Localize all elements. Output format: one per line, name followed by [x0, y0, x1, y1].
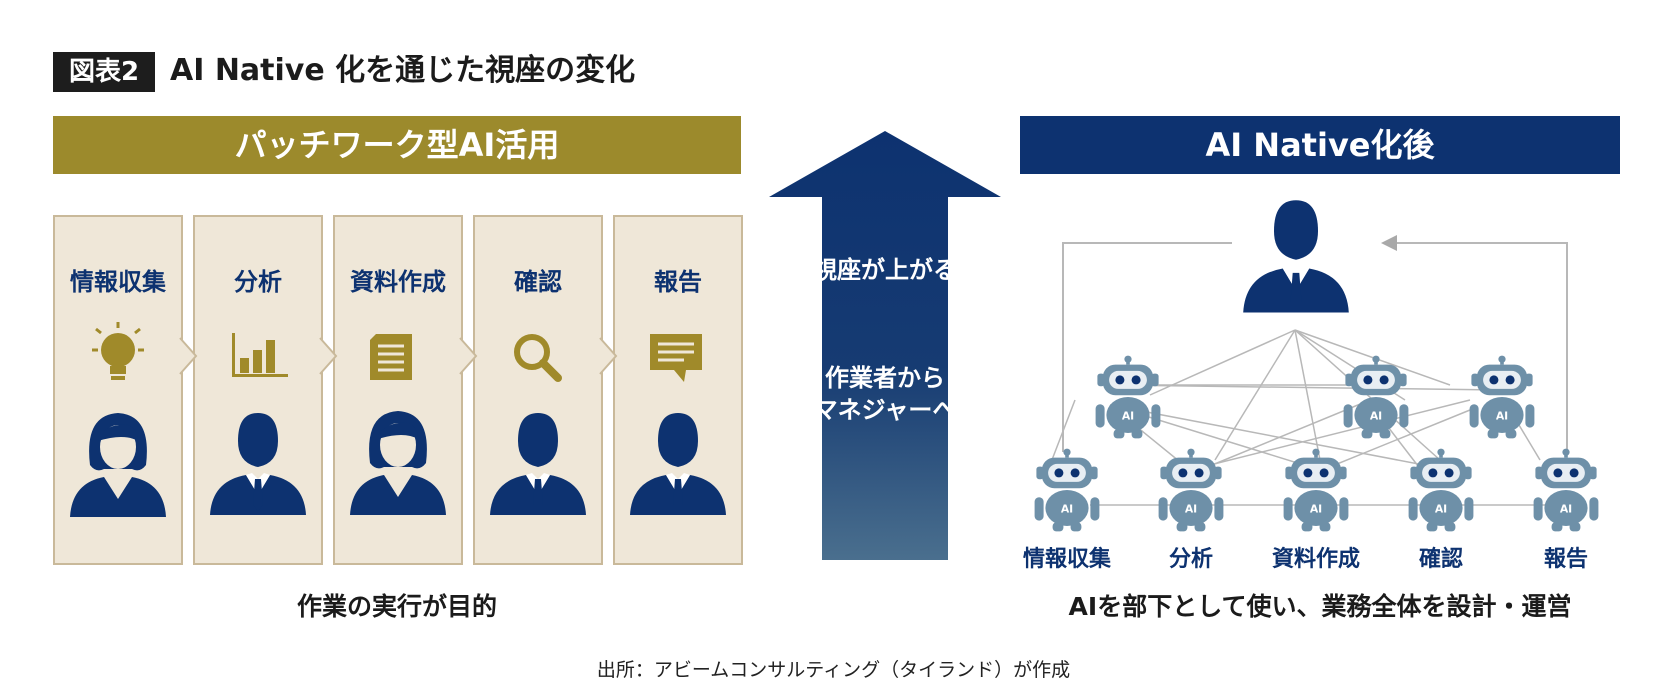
- robot-icon: [1467, 355, 1537, 439]
- robot-icon: [1406, 448, 1476, 532]
- manager-icon: [1243, 200, 1349, 313]
- step-label-3: 資料作成: [350, 268, 446, 296]
- figure-title: AI Native 化を通じた視座の変化: [170, 53, 636, 88]
- robot-icon: [1093, 355, 1163, 439]
- lightbulb-icon: [92, 322, 144, 380]
- chevron-icon: [599, 337, 618, 375]
- robot-icon: [1032, 448, 1102, 532]
- figure-number-tag: 図表2: [53, 52, 155, 92]
- step-label-2: 分析: [234, 268, 282, 296]
- robot-icon: [1156, 448, 1226, 532]
- chevron-icon: [319, 337, 338, 375]
- arrow-text-top: 視座が上がる: [813, 256, 957, 284]
- robot-label-2: 分析: [1168, 547, 1213, 572]
- bar-chart-icon: [232, 333, 288, 377]
- robot-label-3: 資料作成: [1271, 547, 1360, 572]
- magnifier-icon: [514, 334, 562, 382]
- arrow-shape: [769, 131, 1001, 560]
- feedback-arrow-icon: [1381, 235, 1397, 251]
- speech-bubble-icon: [650, 334, 702, 382]
- robot-icon: [1341, 355, 1411, 439]
- step-label-1: 情報収集: [70, 268, 166, 296]
- source-note: 出所：アビームコンサルティング（タイランド）が作成: [596, 659, 1071, 681]
- patchwork-header: パッチワーク型AI活用: [53, 116, 741, 174]
- robot-label-5: 報告: [1543, 547, 1588, 572]
- step-label-4: 確認: [514, 268, 562, 296]
- chevron-icon: [459, 337, 478, 375]
- arrow-text-middle-1: 作業者から: [825, 364, 945, 392]
- left-caption: 作業の実行が目的: [296, 592, 497, 621]
- right-caption: AIを部下として使い、業務全体を設計・運営: [1068, 592, 1572, 621]
- ai-native-header: AI Native化後: [1020, 116, 1620, 174]
- step-label-5: 報告: [654, 268, 702, 296]
- robot-label-1: 情報収集: [1022, 547, 1111, 572]
- robot-label-4: 確認: [1418, 547, 1463, 572]
- robot-icon: [1531, 448, 1601, 532]
- arrow-text-middle-2: マネジャーへ: [813, 396, 957, 424]
- chevron-icon: [179, 337, 198, 375]
- document-icon: [370, 334, 412, 380]
